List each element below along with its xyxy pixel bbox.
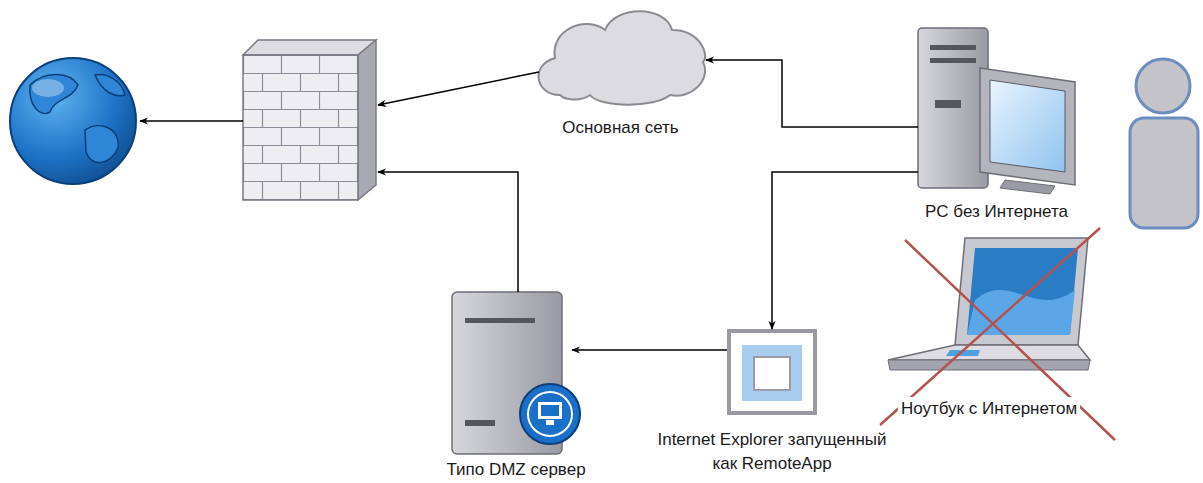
remoteapp-node: Internet Explorer запущенный как RemoteA… [727, 329, 817, 415]
globe-node [8, 56, 140, 186]
connector-arrow [378, 172, 518, 292]
laptop-node: Ноутбук с Интернетом [888, 238, 1090, 370]
globe-icon [10, 58, 136, 184]
remoteapp-icon [729, 331, 815, 413]
laptop-icon [888, 238, 1090, 370]
connector-arrow [378, 72, 539, 105]
cloud-icon [539, 11, 706, 105]
server-icon [452, 292, 580, 454]
connector-arrow [706, 60, 918, 127]
cross-mark [880, 228, 1115, 440]
node-label: Типо DMZ сервер [443, 458, 588, 482]
person-icon [1130, 59, 1198, 228]
connector-arrow [140, 120, 243, 122]
server-node: Типо DMZ сервер [452, 292, 580, 454]
pc-node: PC без Интернета [918, 28, 1075, 194]
connector-arrow [572, 349, 727, 351]
node-label: PC без Интернета [922, 200, 1071, 224]
cloud-node: Основная сеть [535, 8, 706, 105]
firewall-icon [243, 40, 376, 200]
node-label: Internet Explorer запущенный как RemoteA… [652, 428, 893, 476]
node-label: Ноутбук с Интернетом [898, 397, 1080, 421]
node-label: Основная сеть [559, 116, 681, 140]
pc-icon [918, 28, 1075, 194]
firewall-node [243, 40, 376, 200]
connector-arrow [772, 172, 918, 329]
